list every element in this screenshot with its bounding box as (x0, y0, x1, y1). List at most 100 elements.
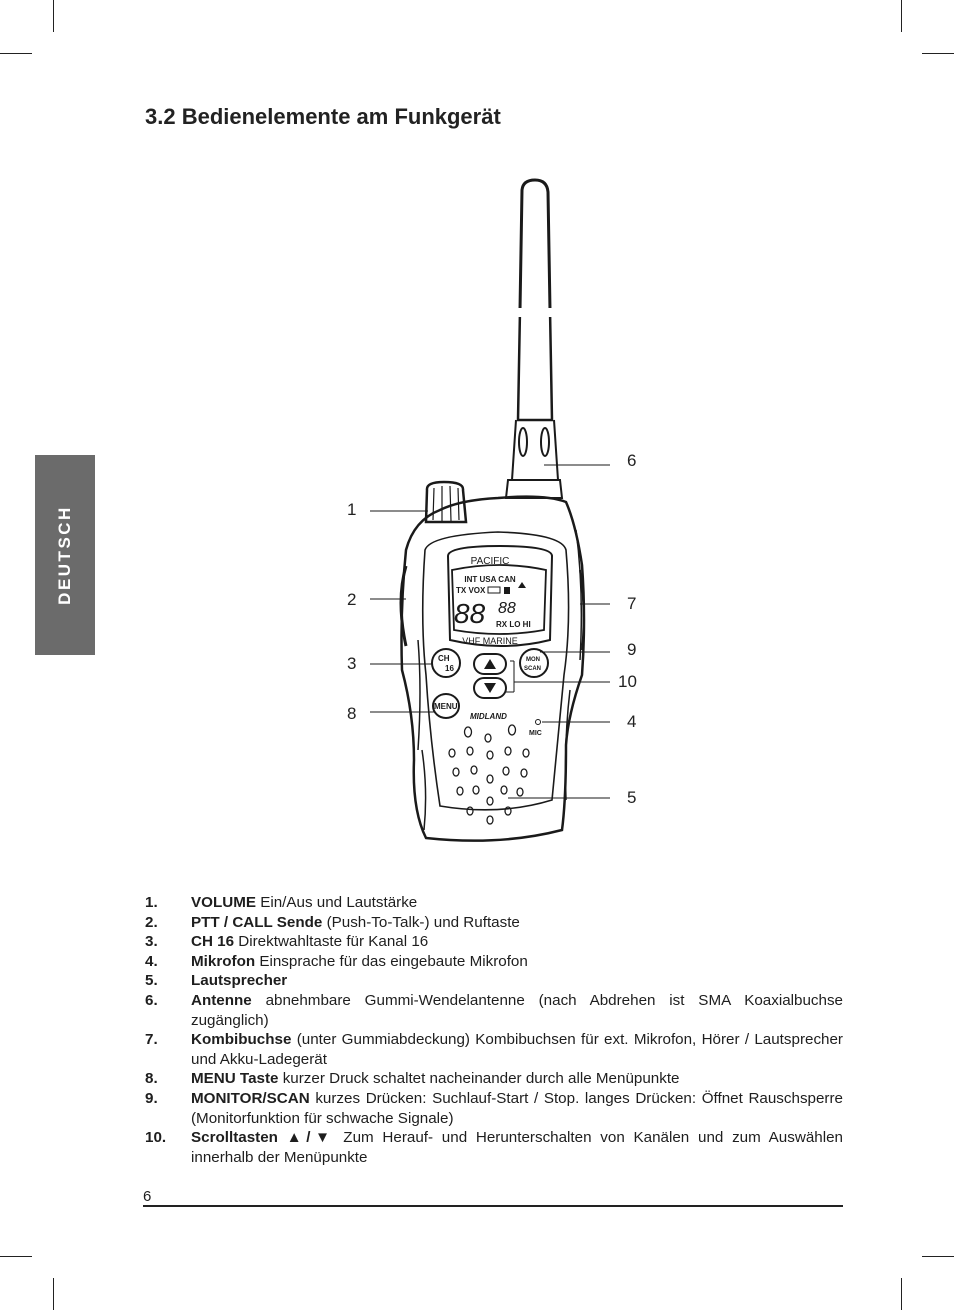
radio-body (400, 495, 586, 842)
callout-number: 2 (347, 590, 357, 609)
legend-item: 8. MENU Taste kurzer Druck schaltet nache… (145, 1069, 843, 1089)
legend-text: Zum Herauf- und Herunterschalten von Kan… (191, 1129, 843, 1166)
lock-icon (504, 587, 510, 594)
ch16-label: CH (438, 654, 450, 663)
callout-number: 5 (627, 788, 637, 807)
callout-number: 9 (627, 640, 637, 659)
mic-hole (535, 719, 541, 725)
display-digits-large: 88 (454, 598, 486, 629)
legend-text: Direktwahltaste für Kanal 16 (234, 933, 429, 951)
lcd-screen (451, 564, 547, 635)
side-grip (417, 639, 427, 831)
legend-item: 5.Lautsprecher (145, 971, 843, 991)
legend-text: abnehmbare Gummi-Wendelantenne (nach Abd… (191, 991, 843, 1029)
legend-number: 10. (145, 1129, 167, 1147)
callout-number: 3 (347, 654, 357, 673)
front-panel (421, 531, 570, 811)
legend-number: 7. (145, 1031, 158, 1049)
antenna-ring (540, 427, 550, 457)
legend-text: Einsprache für das eingebaute Mikrofon (255, 952, 528, 970)
display-marine: VHF MARINE (462, 636, 518, 646)
display-rx-lo-hi: RX LO HI (496, 620, 531, 629)
scroll-down-button (473, 677, 507, 699)
volume-knob-ridges (432, 485, 460, 522)
callout-number: 4 (627, 712, 637, 731)
display-brand: PACIFIC (471, 556, 510, 567)
legend-item: 6. Antenne abnehmbare Gummi-Wendelantenne… (145, 991, 843, 1030)
legend-item: 3.CH 16 Direktwahltaste für Kanal 16 (145, 932, 843, 952)
antenna-lower (516, 309, 554, 422)
ch16-label: 16 (445, 664, 454, 673)
footer-rule (143, 1205, 843, 1207)
display-bezel (446, 544, 554, 647)
antenna (518, 178, 552, 311)
legend-term: Mikrofon (191, 952, 256, 970)
legend-term: Scrolltasten ▲/▼ (191, 1129, 335, 1147)
page-number: 6 (143, 1188, 152, 1205)
legend-item: 2.PTT / CALL Sende (Push-To-Talk-) und R… (145, 913, 843, 933)
display-status: TX VOX (456, 586, 486, 595)
legend-number: 5. (145, 972, 158, 990)
legend-text: kurzer Druck schaltet nacheinander durch… (278, 1070, 680, 1088)
mic-label: MIC (529, 730, 542, 737)
menu-label: MENU (434, 702, 458, 711)
legend-list: 1.VOLUME Ein/Aus und Lautstärke 2.PTT / … (145, 893, 843, 1167)
legend-item: 7. Kombibuchse (unter Gummiabdeckung) Kom… (145, 1030, 843, 1069)
crop-mark (922, 1256, 954, 1257)
combo-jack-cover (579, 569, 585, 651)
legend-number: 8. (145, 1070, 158, 1088)
legend-number: 2. (145, 913, 158, 931)
legend-text: (unter Gummiabdeckung) Kombibuchsen für … (191, 1031, 843, 1068)
crop-mark (0, 53, 32, 54)
legend-text: Ein/Aus und Lautstärke (255, 894, 418, 911)
signal-icon (518, 582, 526, 588)
legend-item: 10. Scrolltasten ▲/▼ Zum Herauf- und Heru… (145, 1128, 843, 1167)
callout-number: 6 (627, 451, 637, 470)
scroll-up-icon (484, 659, 496, 669)
speaker-grille (448, 724, 530, 825)
ch16-button (431, 648, 461, 678)
language-label: DEUTSCH (55, 505, 74, 605)
legend-term: CH 16 (191, 933, 235, 951)
radio-illustration: PACIFIC INT USA CAN TX VOX 88 88 RX LO H… (370, 178, 610, 842)
legend-item: 9. MONITOR/SCAN kurzes Drücken: Suchlauf-… (145, 1089, 843, 1128)
crop-mark (53, 1278, 54, 1310)
scan-label: SCAN (524, 666, 541, 672)
legend-term: Antenne (191, 991, 252, 1009)
battery-icon (487, 586, 501, 594)
legend-number: 4. (145, 952, 158, 970)
volume-knob (424, 480, 468, 524)
crop-mark (53, 0, 54, 32)
callout-number: 7 (627, 594, 637, 613)
legend-text: kurzes Drücken: Suchlauf-Start / Stop. l… (191, 1089, 843, 1127)
ptt-button (399, 565, 408, 647)
scroll-down-icon (484, 683, 496, 693)
menu-button (432, 693, 460, 719)
mon-label: MON (526, 657, 540, 663)
legend-number: 9. (145, 1089, 158, 1107)
crop-mark (0, 1256, 32, 1257)
legend-term: Kombibuchse (191, 1031, 292, 1049)
crop-mark (901, 1278, 902, 1310)
antenna-ring (518, 427, 528, 457)
display-modes: INT USA CAN (464, 575, 515, 584)
mon-scan-button (519, 648, 549, 678)
legend-term: MENU Taste (191, 1070, 279, 1088)
display-digits-small: 88 (498, 600, 516, 617)
antenna-break (516, 308, 556, 317)
callout-leaders (370, 464, 610, 799)
crop-mark (922, 53, 954, 54)
legend-term: MONITOR/SCAN (191, 1089, 310, 1107)
callout-number: 8 (347, 704, 357, 723)
scroll-up-button (473, 653, 507, 675)
callout-number: 10 (618, 672, 637, 691)
antenna-collar (504, 479, 564, 499)
side-grip (564, 689, 571, 801)
legend-number: 1. (145, 894, 158, 911)
side-grip (575, 529, 583, 661)
legend-number: 6. (145, 991, 158, 1009)
language-side-tab: DEUTSCH (35, 455, 95, 655)
midland-logo: MIDLAND (470, 712, 507, 721)
section-title: 3.2 Bedienelemente am Funkgerät (145, 104, 501, 129)
legend-item: 1.VOLUME Ein/Aus und Lautstärke (145, 893, 843, 913)
